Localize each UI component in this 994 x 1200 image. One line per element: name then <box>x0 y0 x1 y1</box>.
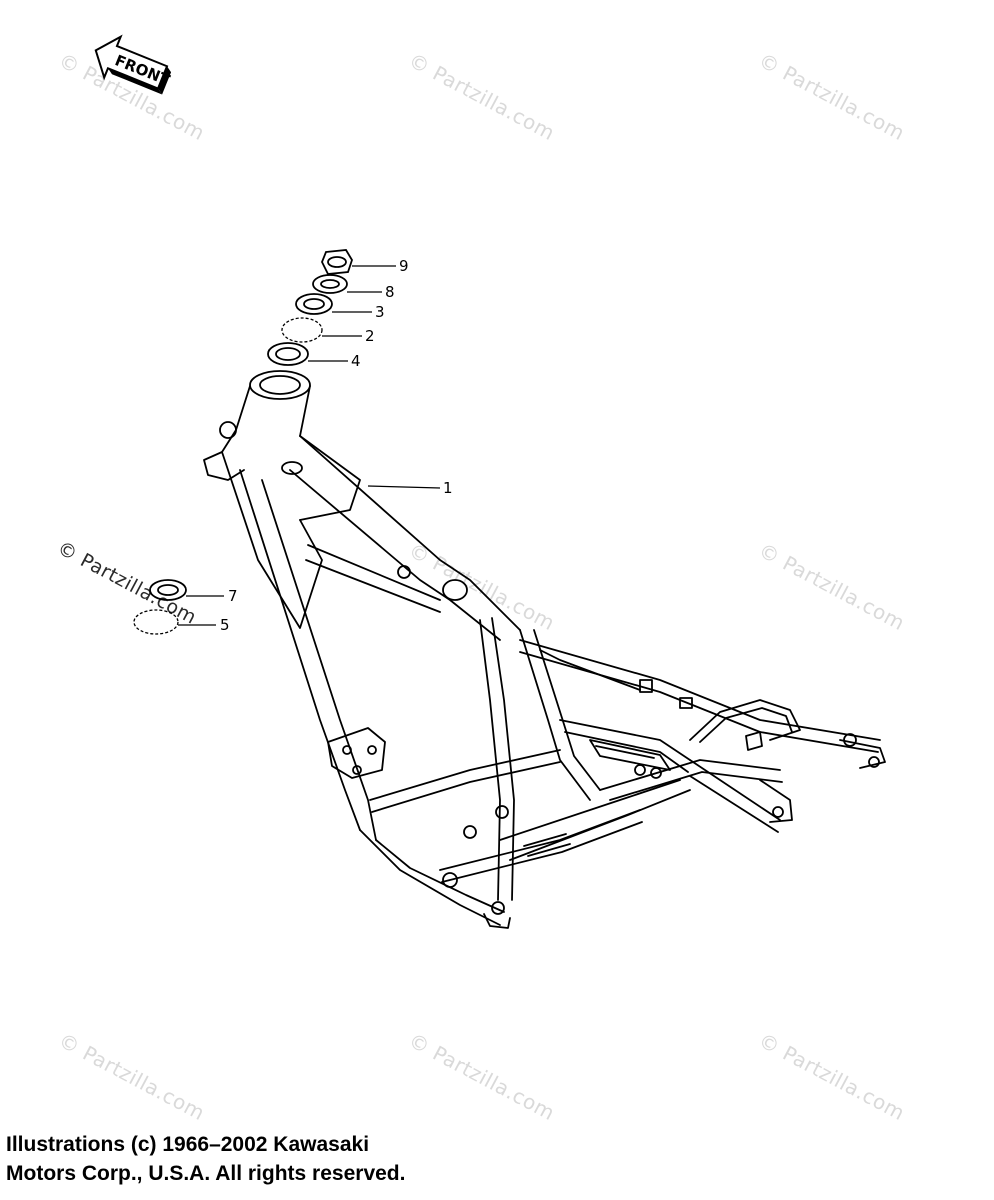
callout-3: 3 <box>375 303 385 321</box>
steel-balls-2 <box>281 317 323 343</box>
copyright-notice: Illustrations (c) 1966–2002 Kawasaki Mot… <box>6 1130 405 1188</box>
callout-9: 9 <box>399 257 409 275</box>
callout-8: 8 <box>385 283 395 301</box>
copyright-line-1: Illustrations (c) 1966–2002 Kawasaki <box>6 1133 370 1156</box>
callout-5: 5 <box>220 616 230 634</box>
front-arrow-icon: FRONT <box>94 34 173 95</box>
bearing-cap-8 <box>312 274 348 294</box>
copyright-line-2: Motors Corp., U.S.A. All rights reserved… <box>6 1162 406 1185</box>
bearing-race-4 <box>267 342 309 366</box>
bearing-race-3 <box>295 293 333 315</box>
callout-4: 4 <box>351 352 361 370</box>
frame-body <box>203 370 886 929</box>
steering-nut-9 <box>321 249 353 275</box>
callout-7: 7 <box>228 587 238 605</box>
leader-lines <box>178 265 441 626</box>
steel-balls-5 <box>133 609 179 635</box>
callout-1: 1 <box>443 479 453 497</box>
lower-race-7 <box>149 579 187 601</box>
callout-2: 2 <box>365 327 375 345</box>
